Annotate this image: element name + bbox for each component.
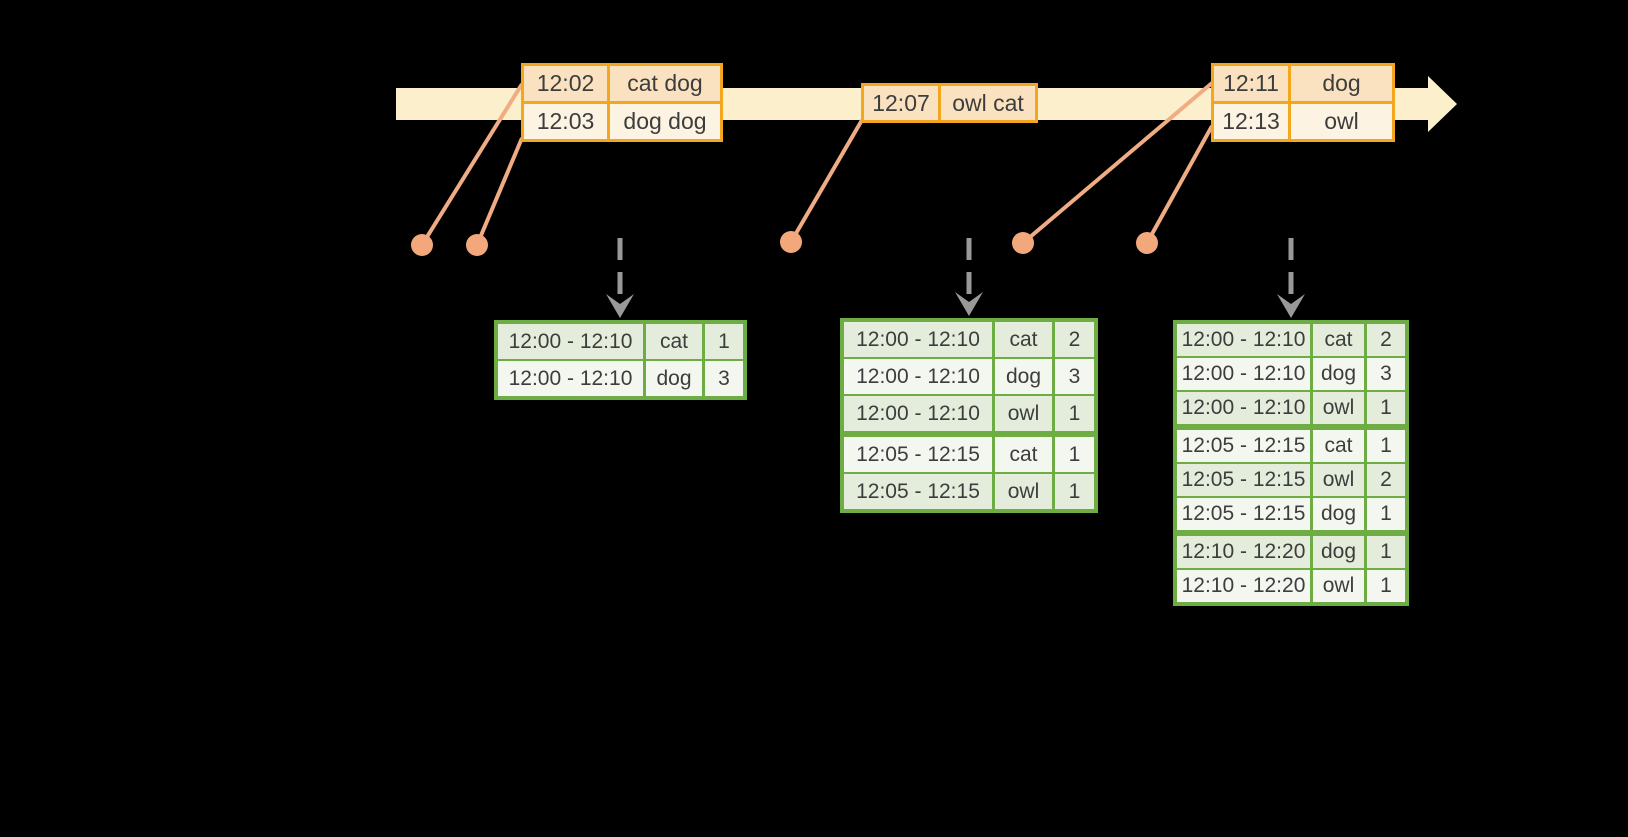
event-row: 12:03 dog dog bbox=[524, 104, 720, 139]
connector-line bbox=[789, 118, 864, 244]
word: dog bbox=[995, 359, 1052, 394]
window-range: 12:00 - 12:10 bbox=[498, 324, 643, 359]
event-dots bbox=[411, 231, 1158, 256]
event-row: 12:11 dog bbox=[1214, 66, 1392, 101]
word: dog bbox=[646, 361, 702, 396]
word: owl bbox=[995, 474, 1052, 509]
count: 3 bbox=[1367, 358, 1405, 390]
window-range: 12:05 - 12:15 bbox=[844, 474, 992, 509]
result-table-3: 12:00 - 12:10 cat 2 12:00 - 12:10 dog 3 … bbox=[1173, 320, 1409, 606]
count: 1 bbox=[1367, 392, 1405, 424]
result-table-2: 12:00 - 12:10 cat 2 12:00 - 12:10 dog 3 … bbox=[840, 318, 1098, 513]
event-table-1: 12:02 cat dog 12:03 dog dog bbox=[521, 63, 723, 142]
result-row: 12:00 - 12:10 dog 3 bbox=[498, 361, 743, 396]
word: owl bbox=[1313, 392, 1364, 424]
window-range: 12:00 - 12:10 bbox=[844, 396, 992, 431]
window-range: 12:00 - 12:10 bbox=[498, 361, 643, 396]
event-table-2: 12:07 owl cat bbox=[861, 83, 1038, 123]
event-time: 12:13 bbox=[1214, 104, 1288, 139]
word: owl bbox=[995, 396, 1052, 431]
window-range: 12:05 - 12:15 bbox=[1177, 498, 1310, 530]
count: 2 bbox=[1367, 324, 1405, 356]
event-words: dog dog bbox=[610, 104, 720, 139]
count: 1 bbox=[1055, 474, 1094, 509]
count: 1 bbox=[1367, 536, 1405, 568]
word: dog bbox=[1313, 358, 1364, 390]
word: owl bbox=[1313, 464, 1364, 496]
arrow-down-icon bbox=[955, 292, 983, 316]
window-range: 12:00 - 12:10 bbox=[844, 359, 992, 394]
event-words: owl cat bbox=[941, 86, 1035, 120]
result-row: 12:00 - 12:10 dog 3 bbox=[1177, 358, 1405, 390]
connector-line bbox=[420, 82, 524, 247]
event-dot bbox=[780, 231, 802, 253]
word: cat bbox=[1313, 324, 1364, 356]
count: 1 bbox=[1055, 437, 1094, 472]
result-row: 12:05 - 12:15 cat 1 bbox=[1177, 430, 1405, 462]
result-row: 12:10 - 12:20 dog 1 bbox=[1177, 536, 1405, 568]
word: owl bbox=[1313, 570, 1364, 602]
event-row: 12:02 cat dog bbox=[524, 66, 720, 101]
connector-line bbox=[475, 137, 524, 246]
arrow-down-icon bbox=[1277, 294, 1305, 318]
event-table-3: 12:11 dog 12:13 owl bbox=[1211, 63, 1395, 142]
window-range: 12:00 - 12:10 bbox=[1177, 392, 1310, 424]
trigger-arrows bbox=[606, 238, 1305, 318]
window-range: 12:00 - 12:10 bbox=[844, 322, 992, 357]
event-words: owl bbox=[1291, 104, 1392, 139]
word: cat bbox=[995, 322, 1052, 357]
count: 2 bbox=[1055, 322, 1094, 357]
window-range: 12:10 - 12:20 bbox=[1177, 570, 1310, 602]
word: cat bbox=[646, 324, 702, 359]
arrow-down-icon bbox=[606, 294, 634, 318]
result-row: 12:05 - 12:15 owl 2 bbox=[1177, 464, 1405, 496]
event-words: dog bbox=[1291, 66, 1392, 101]
event-row: 12:07 owl cat bbox=[864, 86, 1035, 120]
timeline-arrowhead-icon bbox=[1428, 76, 1457, 132]
event-time: 12:02 bbox=[524, 66, 607, 101]
result-table-1: 12:00 - 12:10 cat 1 12:00 - 12:10 dog 3 bbox=[494, 320, 747, 400]
event-time: 12:03 bbox=[524, 104, 607, 139]
result-row: 12:00 - 12:10 dog 3 bbox=[844, 359, 1094, 394]
word: dog bbox=[1313, 536, 1364, 568]
event-connectors bbox=[420, 81, 1214, 247]
window-range: 12:05 - 12:15 bbox=[1177, 464, 1310, 496]
event-dot bbox=[1136, 232, 1158, 254]
event-time: 12:11 bbox=[1214, 66, 1288, 101]
connector-line bbox=[1021, 81, 1214, 245]
result-row: 12:05 - 12:15 cat 1 bbox=[844, 437, 1094, 472]
result-row: 12:00 - 12:10 cat 2 bbox=[844, 322, 1094, 357]
result-row: 12:00 - 12:10 cat 2 bbox=[1177, 324, 1405, 356]
word: cat bbox=[1313, 430, 1364, 462]
window-range: 12:00 - 12:10 bbox=[1177, 358, 1310, 390]
event-words: cat dog bbox=[610, 66, 720, 101]
word: cat bbox=[995, 437, 1052, 472]
event-dot bbox=[466, 234, 488, 256]
connector-line bbox=[1145, 125, 1214, 244]
count: 1 bbox=[1367, 498, 1405, 530]
event-dot bbox=[1012, 232, 1034, 254]
result-row: 12:05 - 12:15 dog 1 bbox=[1177, 498, 1405, 530]
result-row: 12:00 - 12:10 owl 1 bbox=[1177, 392, 1405, 424]
word: dog bbox=[1313, 498, 1364, 530]
count: 3 bbox=[1055, 359, 1094, 394]
count: 2 bbox=[1367, 464, 1405, 496]
window-range: 12:05 - 12:15 bbox=[844, 437, 992, 472]
count: 1 bbox=[1367, 430, 1405, 462]
result-row: 12:10 - 12:20 owl 1 bbox=[1177, 570, 1405, 602]
window-range: 12:05 - 12:15 bbox=[1177, 430, 1310, 462]
count: 1 bbox=[705, 324, 743, 359]
result-row: 12:00 - 12:10 owl 1 bbox=[844, 396, 1094, 431]
count: 3 bbox=[705, 361, 743, 396]
event-time: 12:07 bbox=[864, 86, 938, 120]
count: 1 bbox=[1055, 396, 1094, 431]
result-row: 12:00 - 12:10 cat 1 bbox=[498, 324, 743, 359]
event-dot bbox=[411, 234, 433, 256]
result-row: 12:05 - 12:15 owl 1 bbox=[844, 474, 1094, 509]
event-row: 12:13 owl bbox=[1214, 104, 1392, 139]
count: 1 bbox=[1367, 570, 1405, 602]
window-range: 12:10 - 12:20 bbox=[1177, 536, 1310, 568]
window-range: 12:00 - 12:10 bbox=[1177, 324, 1310, 356]
